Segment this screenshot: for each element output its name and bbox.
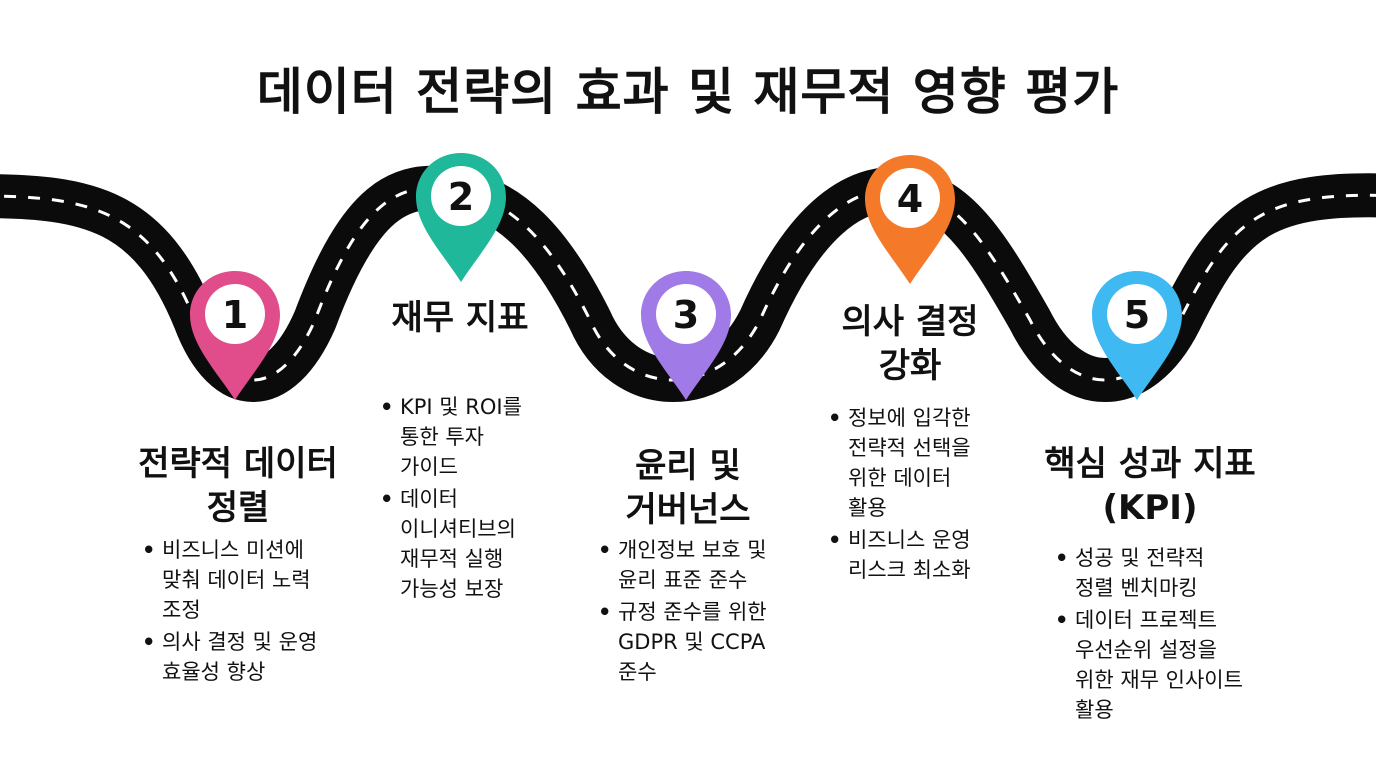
step-3-number: 3 bbox=[673, 293, 699, 337]
step-1-title-line-1: 전략적 데이터 bbox=[138, 444, 338, 484]
step-3-pin-inner bbox=[656, 284, 716, 344]
step-4-bullet-2: 비즈니스 운영 리스크 최소화 bbox=[826, 525, 1016, 585]
step-2-pin-inner bbox=[431, 166, 491, 226]
step-3-title-line-1: 윤리 및 bbox=[635, 446, 741, 486]
step-5-number: 5 bbox=[1124, 293, 1150, 337]
step-5-title: 핵심 성과 지표 (KPI) bbox=[1015, 442, 1285, 530]
page-title: 데이터 전략의 효과 및 재무적 영향 평가 bbox=[256, 63, 1120, 121]
step-2-number: 2 bbox=[448, 175, 474, 219]
step-2-title-line-1: 재무 지표 bbox=[391, 298, 529, 338]
step-4-number: 4 bbox=[897, 177, 923, 221]
step-4-title-line-2: 강화 bbox=[878, 346, 942, 386]
step-2-bullet-2: 데이터 이니셔티브의 재무적 실행 가능성 보장 bbox=[378, 484, 558, 604]
step-1-title: 전략적 데이터 정렬 bbox=[108, 442, 368, 530]
step-4-pin-inner bbox=[880, 168, 940, 228]
step-5-title-line-1: 핵심 성과 지표 bbox=[1044, 444, 1256, 484]
step-3-bullet-1: 개인정보 보호 및 윤리 표준 준수 bbox=[596, 535, 806, 595]
step-4-pin: 4 bbox=[862, 152, 958, 288]
step-2-bullets: KPI 및 ROI를 통한 투자 가이드 데이터 이니셔티브의 재무적 실행 가… bbox=[378, 392, 558, 606]
step-3-title-line-2: 거버넌스 bbox=[625, 490, 751, 530]
step-4-title: 의사 결정 강화 bbox=[810, 300, 1010, 388]
step-1-pin-inner bbox=[205, 284, 265, 344]
step-4-bullet-1: 정보에 입각한 전략적 선택을 위한 데이터 활용 bbox=[826, 403, 1016, 523]
step-1-bullet-1: 비즈니스 미션에 맞춰 데이터 노력 조정 bbox=[140, 535, 365, 625]
step-5-pin-inner bbox=[1107, 284, 1167, 344]
step-1-title-line-2: 정렬 bbox=[206, 488, 270, 528]
step-4-title-line-1: 의사 결정 bbox=[841, 302, 979, 342]
step-5-pin: 5 bbox=[1089, 268, 1185, 404]
step-5-title-line-2: (KPI) bbox=[1102, 488, 1198, 528]
step-1-number: 1 bbox=[222, 293, 248, 337]
step-3-title: 윤리 및 거버넌스 bbox=[588, 444, 788, 532]
step-3-pin: 3 bbox=[638, 268, 734, 404]
step-5-bullet-2: 데이터 프로젝트 우선순위 설정을 위한 재무 인사이트 활용 bbox=[1053, 605, 1283, 725]
step-2-pin: 2 bbox=[413, 150, 509, 286]
step-1-bullets: 비즈니스 미션에 맞춰 데이터 노력 조정 의사 결정 및 운영 효율성 향상 bbox=[140, 535, 365, 689]
step-2-bullet-1: KPI 및 ROI를 통한 투자 가이드 bbox=[378, 392, 558, 482]
step-4-bullets: 정보에 입각한 전략적 선택을 위한 데이터 활용 비즈니스 운영 리스크 최소… bbox=[826, 403, 1016, 587]
step-1-pin: 1 bbox=[187, 268, 283, 404]
step-3-bullets: 개인정보 보호 및 윤리 표준 준수 규정 준수를 위한 GDPR 및 CCPA… bbox=[596, 535, 806, 689]
step-2-title: 재무 지표 bbox=[355, 296, 565, 340]
step-5-bullet-1: 성공 및 전략적 정렬 벤치마킹 bbox=[1053, 543, 1283, 603]
step-5-bullets: 성공 및 전략적 정렬 벤치마킹 데이터 프로젝트 우선순위 설정을 위한 재무… bbox=[1053, 543, 1283, 727]
step-1-bullet-2: 의사 결정 및 운영 효율성 향상 bbox=[140, 627, 365, 687]
step-3-bullet-2: 규정 준수를 위한 GDPR 및 CCPA 준수 bbox=[596, 597, 806, 687]
